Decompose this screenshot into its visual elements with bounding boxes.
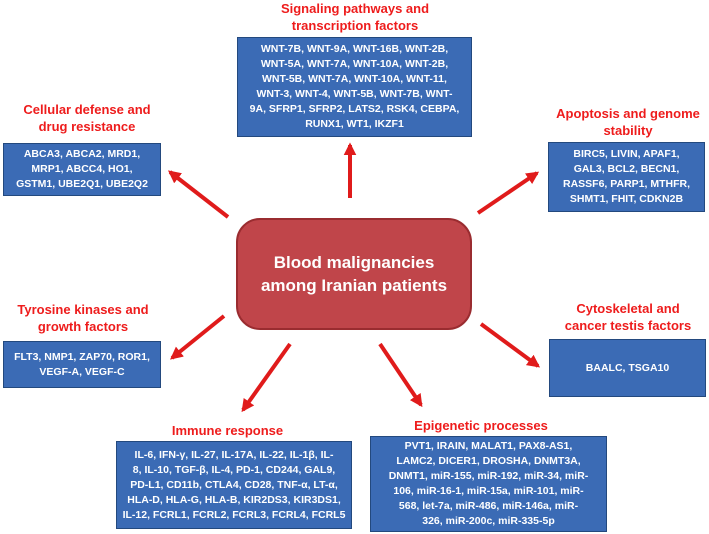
apoptosis-title-line2: stability bbox=[603, 123, 653, 138]
arrow-to-immune bbox=[241, 342, 292, 413]
epigenetic-title-line1: Epigenetic processes bbox=[414, 418, 548, 433]
defense-line: GSTM1, UBE2Q1, UBE2Q2 bbox=[16, 178, 148, 190]
defense-title-line2: drug resistance bbox=[38, 119, 136, 134]
arrow-to-defense bbox=[167, 170, 230, 219]
cytoskeletal-line: BAALC, TSGA10 bbox=[585, 361, 670, 374]
arrow-to-cytoskeletal bbox=[479, 322, 541, 368]
cytoskeletal-title: Cytoskeletal and cancer testis factors bbox=[548, 300, 708, 334]
immune-line: IL-12, FCRL1, FCRL2, FCRL3, FCRL4, FCRL5 bbox=[122, 508, 346, 521]
epigenetic-line: PVT1, IRAIN, MALAT1, PAX8-AS1, bbox=[404, 440, 573, 452]
epigenetic-line: 326, miR-200c, miR-335-5p bbox=[422, 515, 555, 527]
defense-line: MRP1, ABCC4, HO1, bbox=[31, 163, 133, 175]
signaling-title-line2: transcription factors bbox=[291, 18, 419, 33]
center-node: Blood malignancies among Iranian patient… bbox=[236, 218, 472, 330]
cytoskeletal-box: BAALC, TSGA10 bbox=[549, 339, 706, 397]
immune-line: HLA-D, HLA-G, HLA-B, KIR2DS3, KIR3DS1, bbox=[127, 493, 341, 506]
apoptosis-title-line1: Apoptosis and genome bbox=[556, 106, 700, 121]
tyrosine-line: FLT3, NMP1, ZAP70, ROR1, bbox=[14, 350, 150, 363]
immune-line: PD-L1, CD11b, CTLA4, CD28, TNF-α, LT-α, bbox=[130, 478, 338, 491]
defense-box: ABCA3, ABCA2, MRD1, MRP1, ABCC4, HO1, GS… bbox=[3, 143, 161, 196]
cytoskeletal-title-line1: Cytoskeletal and bbox=[576, 301, 680, 316]
tyrosine-title: Tyrosine kinases and growth factors bbox=[8, 301, 158, 335]
center-node-text: Blood malignancies among Iranian patient… bbox=[260, 253, 448, 295]
cytoskeletal-title-line2: cancer testis factors bbox=[564, 318, 692, 333]
tyrosine-title-line1: Tyrosine kinases and bbox=[17, 302, 149, 317]
defense-title-line1: Cellular defense and bbox=[23, 102, 151, 117]
defense-title: Cellular defense and drug resistance bbox=[12, 101, 162, 135]
tyrosine-line: VEGF-A, VEGF-C bbox=[39, 365, 125, 378]
epigenetic-box: PVT1, IRAIN, MALAT1, PAX8-AS1, LAMC2, DI… bbox=[370, 436, 607, 532]
apoptosis-line: SHMT1, FHIT, CDKN2B bbox=[569, 193, 684, 205]
epigenetic-line: LAMC2, DICER1, DROSHA, DNMT3A, bbox=[396, 455, 581, 467]
defense-line: ABCA3, ABCA2, MRD1, bbox=[23, 148, 141, 160]
tyrosine-title-line2: growth factors bbox=[37, 319, 129, 334]
signaling-title: Signaling pathways and transcription fac… bbox=[250, 0, 460, 34]
immune-title: Immune response bbox=[150, 422, 305, 439]
arrow-to-tyrosine bbox=[170, 314, 226, 360]
immune-box: IL-6, IFN-γ, IL-27, IL-17A, IL-22, IL-1β… bbox=[116, 441, 352, 529]
epigenetic-line: 106, miR-16-1, miR-15a, miR-101, miR- bbox=[393, 485, 584, 497]
signaling-line: WNT-3, WNT-4, WNT-5B, WNT-7B, WNT- bbox=[256, 88, 453, 100]
epigenetic-line: 568, let-7a, miR-486, miR-146a, miR- bbox=[398, 500, 579, 512]
immune-title-line1: Immune response bbox=[171, 423, 284, 438]
apoptosis-line: GAL3, BCL2, BECN1, bbox=[573, 163, 680, 175]
immune-line: IL-6, IFN-γ, IL-27, IL-17A, IL-22, IL-1β… bbox=[134, 448, 334, 461]
signaling-box: WNT-7B, WNT-9A, WNT-16B, WNT-2B, WNT-5A,… bbox=[237, 37, 472, 137]
arrow-to-apoptosis bbox=[476, 171, 540, 215]
apoptosis-box: BIRC5, LIVIN, APAF1, GAL3, BCL2, BECN1, … bbox=[548, 142, 705, 212]
apoptosis-title: Apoptosis and genome stability bbox=[548, 105, 708, 139]
signaling-line: RUNX1, WT1, IKZF1 bbox=[305, 118, 404, 130]
signaling-line: WNT-7B, WNT-9A, WNT-16B, WNT-2B, bbox=[260, 43, 449, 55]
tyrosine-box: FLT3, NMP1, ZAP70, ROR1, VEGF-A, VEGF-C bbox=[3, 341, 161, 388]
apoptosis-line: BIRC5, LIVIN, APAF1, bbox=[573, 148, 680, 160]
signaling-line: 9A, SFRP1, SFRP2, LATS2, RSK4, CEBPA, bbox=[249, 103, 460, 115]
signaling-title-line1: Signaling pathways and bbox=[280, 1, 430, 16]
signaling-line: WNT-5B, WNT-7A, WNT-10A, WNT-11, bbox=[262, 73, 447, 85]
immune-line: 8, IL-10, TGF-β, IL-4, PD-1, CD244, GAL9… bbox=[132, 463, 336, 476]
apoptosis-line: RASSF6, PARP1, MTHFR, bbox=[563, 178, 690, 190]
signaling-line: WNT-5A, WNT-7A, WNT-10A, WNT-2B, bbox=[260, 58, 449, 70]
epigenetic-title: Epigenetic processes bbox=[396, 417, 566, 434]
epigenetic-line: DNMT1, miR-155, miR-192, miR-34, miR- bbox=[388, 470, 589, 482]
arrow-to-epigenetic bbox=[378, 342, 423, 408]
